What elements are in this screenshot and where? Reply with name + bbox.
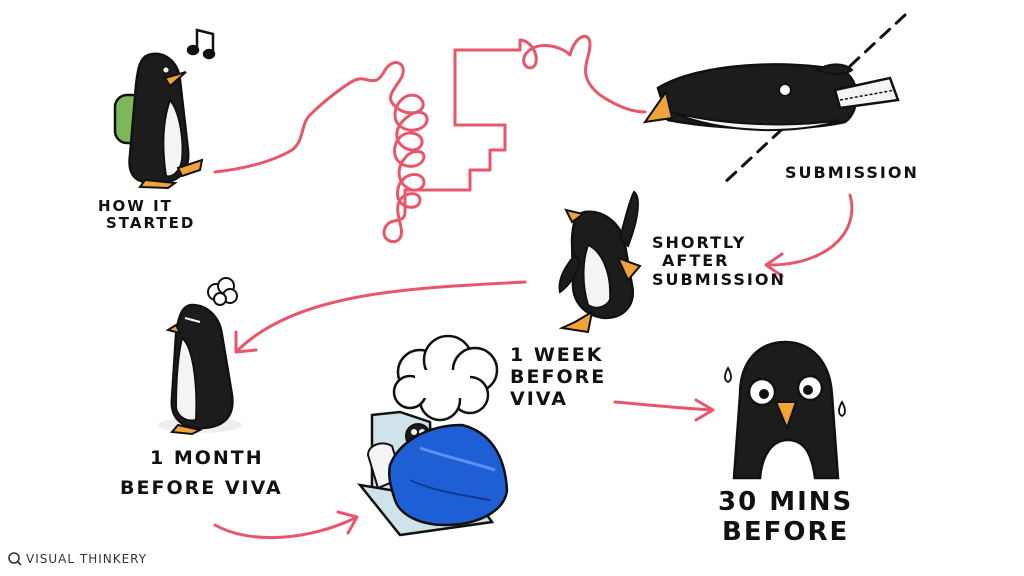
- label-line: AFTER: [662, 251, 730, 271]
- label-line: VIVA: [510, 387, 568, 410]
- thesis-document: [833, 76, 900, 110]
- journey-squiggle-line: [213, 34, 647, 244]
- penguin-thirty-mins: [724, 340, 846, 480]
- thought-cloud: [392, 334, 499, 422]
- label-one-week: 1 WEEK BEFORE VIVA: [510, 344, 607, 411]
- penguin-shortly-after: [558, 190, 642, 334]
- label-line: BEFORE: [510, 365, 607, 388]
- label-line: STARTED: [106, 214, 196, 233]
- arrow-shortly-to-month: [236, 280, 527, 352]
- penguin-submission: [642, 63, 900, 132]
- label-line: BEFORE VIVA: [120, 476, 283, 499]
- penguin-one-month: [158, 277, 242, 436]
- arrow-week-to-30mins: [613, 400, 714, 412]
- label-submission: SUBMISSION: [785, 163, 919, 182]
- label-thirty-mins: 30 MINS BEFORE: [718, 487, 854, 548]
- arrow-month-to-week: [213, 516, 357, 540]
- label-shortly-after: SHORTLY AFTER SUBMISSION: [652, 233, 786, 289]
- arrow-submission-to-shortly: [766, 193, 854, 267]
- arrow-submission-to-shortly-head: [764, 252, 784, 278]
- visual-thinkery-logo-icon: [8, 552, 22, 566]
- label-line: BEFORE: [722, 516, 850, 547]
- label-one-month: 1 MONTH BEFORE VIVA: [120, 447, 283, 500]
- blanket: [387, 423, 509, 527]
- penguin-in-bed: [356, 334, 509, 537]
- label-line: 1 WEEK: [510, 344, 604, 366]
- sweat-drop-left: [724, 366, 732, 384]
- arrow-week-to-30mins-head: [694, 398, 715, 422]
- thought-puff: [207, 277, 238, 306]
- label-line: SUBMISSION: [652, 269, 786, 289]
- label-line: SUBMISSION: [785, 163, 919, 182]
- label-line: HOW IT: [98, 197, 173, 215]
- label-line: 1 MONTH: [150, 447, 264, 469]
- label-line: 30 MINS: [718, 487, 854, 517]
- arrow-month-to-week-head: [336, 510, 359, 535]
- label-how-it-started: HOW IT STARTED: [98, 197, 196, 233]
- label-line: SHORTLY: [652, 233, 747, 252]
- arrow-shortly-to-month-head: [234, 330, 258, 354]
- credit-text: VISUAL THINKERY: [26, 552, 148, 566]
- sweat-drop-right: [838, 400, 846, 418]
- penguin-how-it-started: [113, 52, 204, 190]
- music-note-icon: [186, 28, 216, 60]
